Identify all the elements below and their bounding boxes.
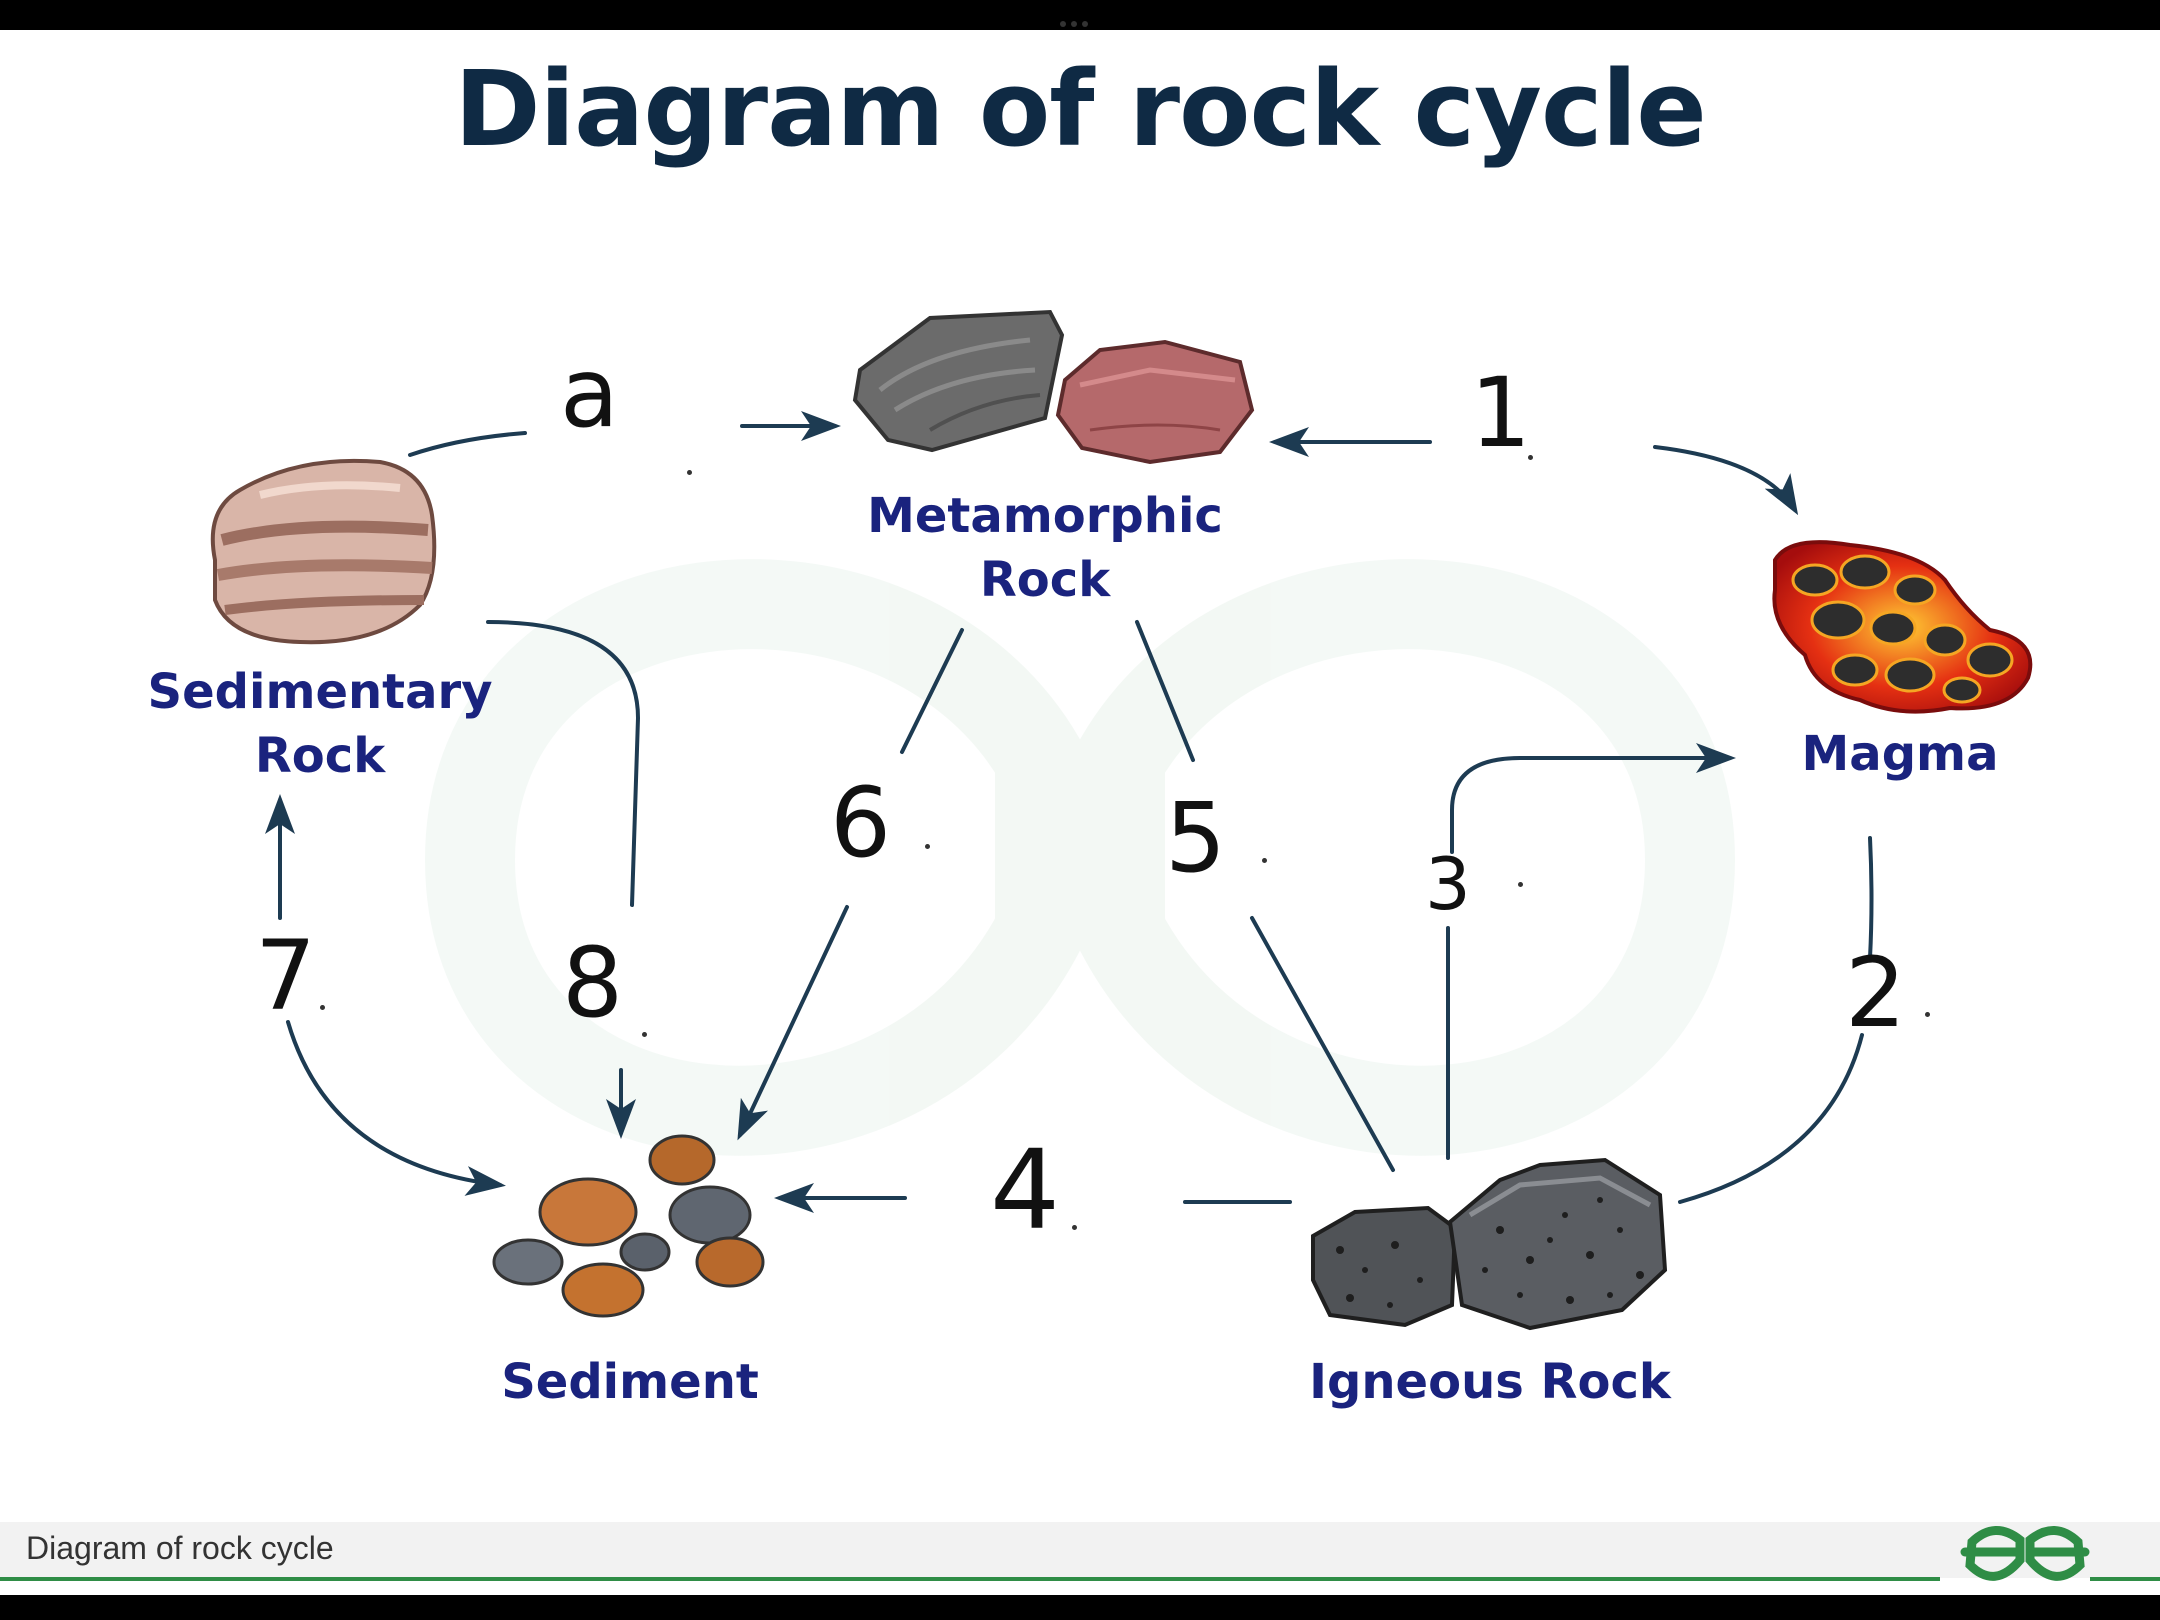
arrow-3-to-magma: [1450, 743, 1736, 854]
footer-divider-right: [2090, 1577, 2160, 1581]
footer-bar: [0, 1522, 2160, 1578]
drag-handle-icon[interactable]: [1060, 14, 1100, 27]
handwritten-dot: [1072, 1225, 1077, 1230]
metamorphic-label-line2: Rock: [979, 552, 1111, 608]
magma-illustration: [1772, 540, 2033, 714]
handwritten-label-1: 1: [1470, 357, 1532, 469]
handwritten-dot: [1528, 455, 1533, 460]
sedimentary-label-line2: Rock: [254, 728, 386, 784]
metamorphic-rock-label: Metamorphic Rock: [865, 484, 1225, 612]
handwritten-dot: [642, 1032, 647, 1037]
igneous-rock-illustration: [1311, 1157, 1668, 1331]
handwritten-label-a: a: [560, 337, 619, 449]
window-bottom-bar: [0, 1595, 2160, 1620]
footer-caption: Diagram of rock cycle: [26, 1530, 334, 1566]
handwritten-dot: [1262, 858, 1267, 863]
handwritten-label-7: 7: [255, 920, 317, 1032]
line-metamorphic-to-6: [900, 628, 964, 754]
handwritten-label-4: 4: [990, 1126, 1060, 1254]
page-title: Diagram of rock cycle: [454, 48, 1707, 170]
arrow-sedimentary-to-metamorphic-left: [408, 431, 527, 457]
arrow-7-to-sediment: [286, 1020, 506, 1196]
handwritten-dot: [1925, 1012, 1930, 1017]
sedimentary-rock-illustration: [210, 458, 437, 645]
window-top-bar: [0, 0, 2160, 30]
footer-divider: [0, 1577, 1940, 1581]
sedimentary-rock-label: Sedimentary Rock: [130, 660, 510, 788]
handwritten-dot: [925, 844, 930, 849]
metamorphic-label-line1: Metamorphic: [867, 488, 1223, 544]
metamorphic-rock-illustration: [852, 309, 1255, 465]
handwritten-label-6: 6: [830, 767, 892, 879]
handwritten-label-2: 2: [1845, 937, 1907, 1049]
line-metamorphic-to-5: [1135, 620, 1195, 762]
handwritten-label-5: 5: [1165, 782, 1227, 894]
handwritten-label-3: 3: [1425, 842, 1471, 926]
sediment-label: Sediment: [501, 1354, 759, 1410]
line-sedimentary-to-8: [486, 620, 641, 907]
line-2-to-igneous: [1678, 1033, 1864, 1204]
arrow-1-to-magma: [1653, 445, 1799, 516]
diagram-canvas: [0, 30, 2160, 1595]
line-magma-to-2: [1868, 836, 1874, 960]
handwritten-dot: [1518, 882, 1523, 887]
magma-label: Magma: [1801, 726, 1999, 782]
line-5-to-igneous: [1250, 916, 1395, 1172]
watermark-logo: [424, 559, 1736, 1156]
handwritten-label-8: 8: [562, 927, 624, 1039]
igneous-rock-label: Igneous Rock: [1309, 1354, 1671, 1410]
handwritten-dot: [687, 470, 692, 475]
handwritten-dot: [320, 1005, 325, 1010]
sedimentary-label-line1: Sedimentary: [147, 664, 493, 720]
arrow-6-to-sediment: [737, 905, 849, 1141]
sediment-pebbles-illustration: [492, 1134, 765, 1318]
